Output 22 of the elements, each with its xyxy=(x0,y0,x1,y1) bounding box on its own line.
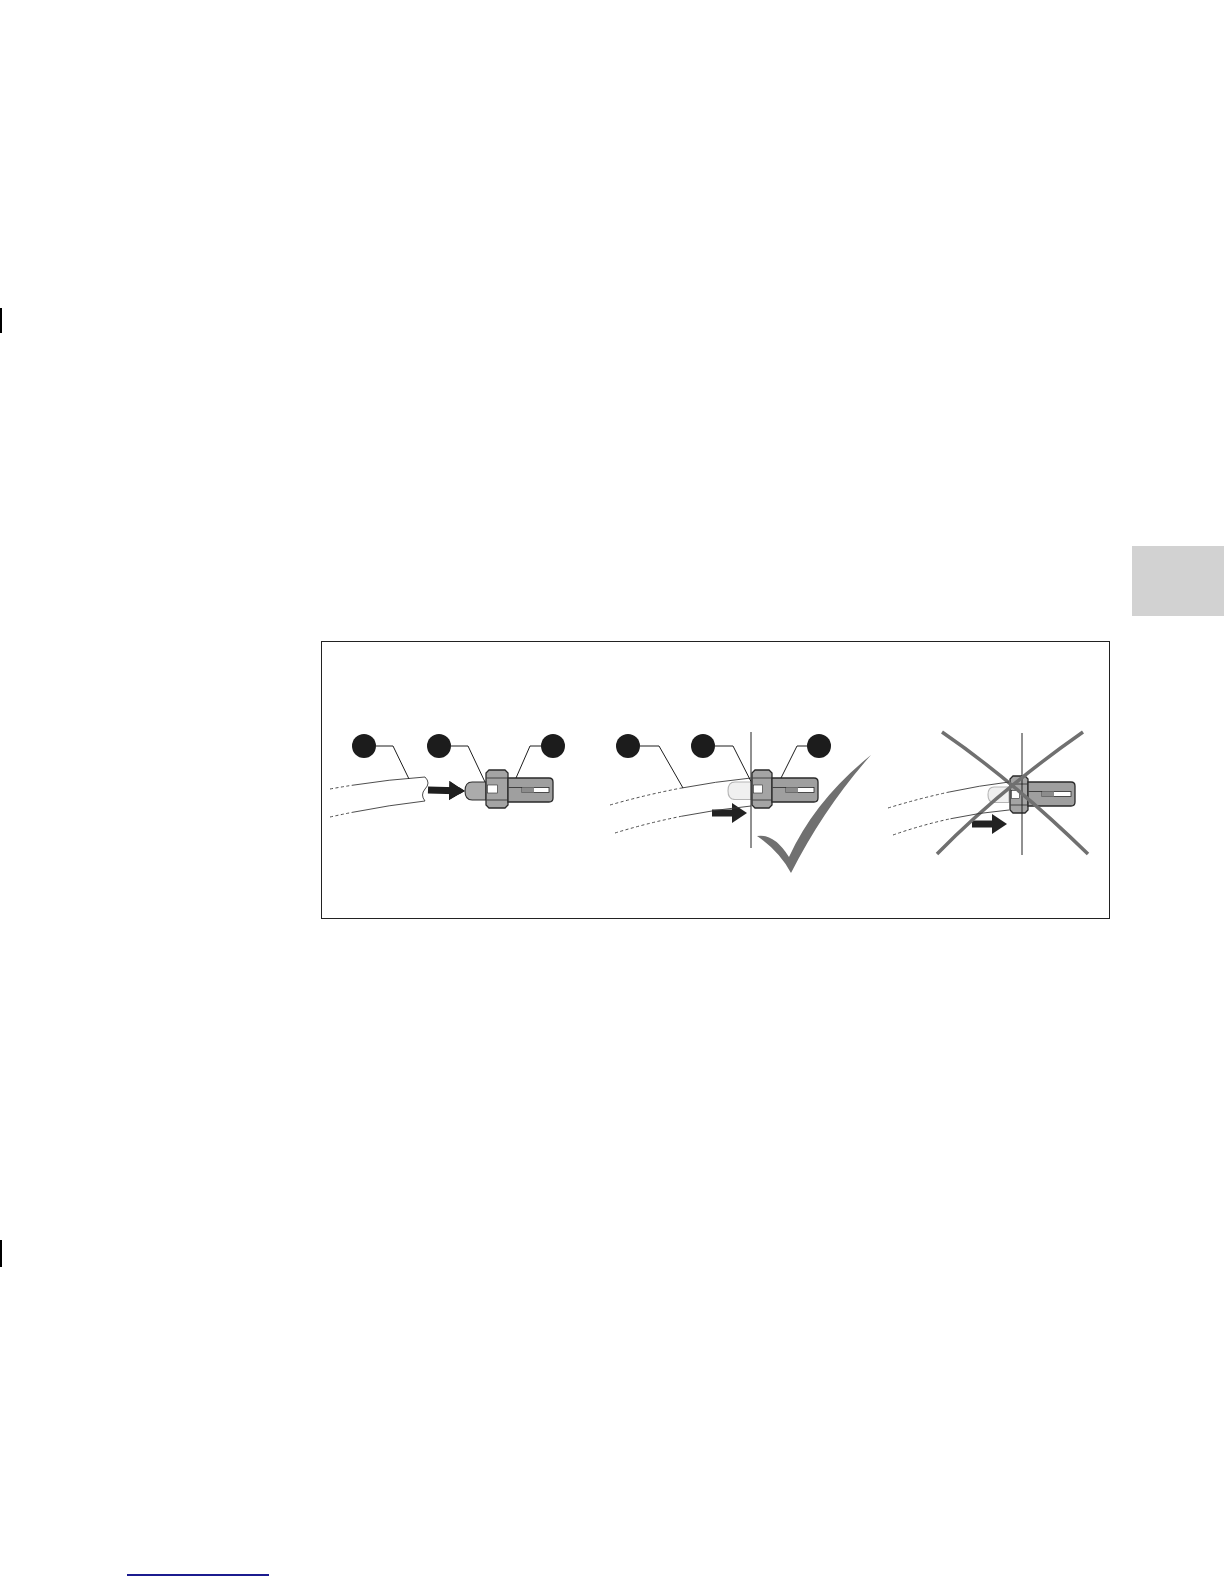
leader-line xyxy=(515,745,542,779)
leader-line xyxy=(450,745,486,783)
leader-line xyxy=(780,745,808,779)
tube xyxy=(887,781,1010,836)
hex-nut xyxy=(485,769,509,809)
leader-line xyxy=(639,745,684,789)
fitting-body xyxy=(507,777,554,803)
hex-nut xyxy=(751,769,773,809)
leader-line xyxy=(375,745,410,780)
fitting-body xyxy=(1027,781,1076,807)
callout-dot xyxy=(541,734,565,758)
arrow xyxy=(427,780,466,801)
tube xyxy=(329,776,430,818)
callout-dot xyxy=(616,734,640,758)
callout-dot xyxy=(352,734,376,758)
callout-dot xyxy=(691,734,715,758)
leader-line xyxy=(714,745,752,782)
callout-dot xyxy=(427,734,451,758)
fitting-body xyxy=(771,777,819,803)
tube xyxy=(609,777,752,834)
sleeve xyxy=(464,781,487,801)
callout-dot xyxy=(807,734,831,758)
